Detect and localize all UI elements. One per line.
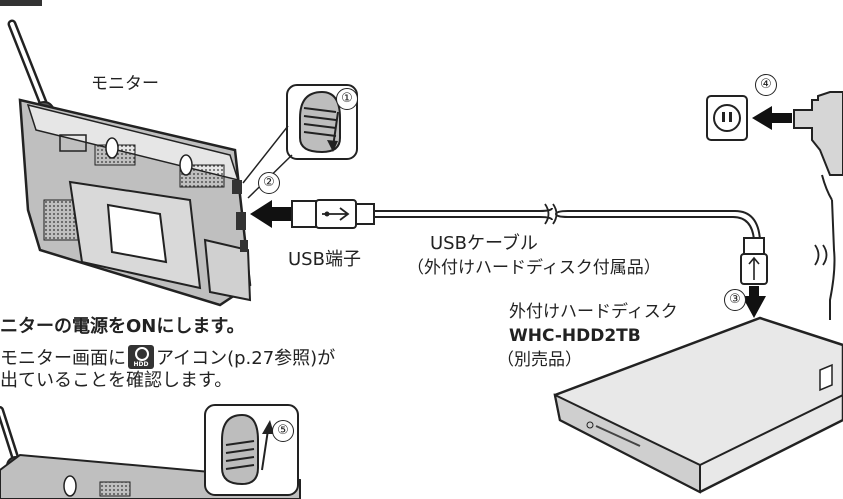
usb-port-label: USB端子 [288, 249, 361, 270]
plug-arrow-4 [752, 106, 792, 130]
insert-arrow-2 [250, 200, 292, 228]
ac-adapter [793, 91, 843, 320]
hdd-note-label: （別売品） [497, 350, 582, 370]
usb-plug-hdd-side [740, 237, 768, 318]
step-marker-4: ④ [755, 74, 777, 96]
instruction-line1: モニター画面に アイコン(p.27参照)が [0, 345, 335, 369]
instruction-title: ニターの電源をONにします。 [0, 316, 245, 337]
hdd-icon [128, 345, 154, 369]
instruction-line1-post: アイコン(p.27参照)が [156, 348, 336, 369]
external-hdd [553, 316, 843, 494]
monitor-label: モニター [91, 74, 159, 94]
instruction-line1-pre: モニター画面に [0, 348, 126, 369]
cable-note-label: （外付けハードディスク付属品） [407, 258, 661, 278]
hdd-name-label: 外付けハードディスク [509, 302, 678, 322]
usb-cable [374, 203, 761, 241]
wall-outlet [706, 95, 748, 141]
step-marker-3: ③ [724, 289, 746, 311]
step-marker-1: ① [336, 88, 358, 110]
cable-name-label: USBケーブル [430, 233, 538, 254]
step-marker-5: ⑤ [272, 420, 294, 442]
power-switch-callout-bottom [204, 404, 299, 496]
monitor-unit [18, 98, 252, 307]
usb-plug-monitor-side [291, 199, 375, 229]
instruction-line2: 出ていることを確認します。 [0, 370, 233, 391]
step-marker-2: ② [258, 172, 280, 194]
hdd-model-label: WHC-HDD2TB [509, 326, 641, 346]
corner-tab [0, 0, 42, 6]
